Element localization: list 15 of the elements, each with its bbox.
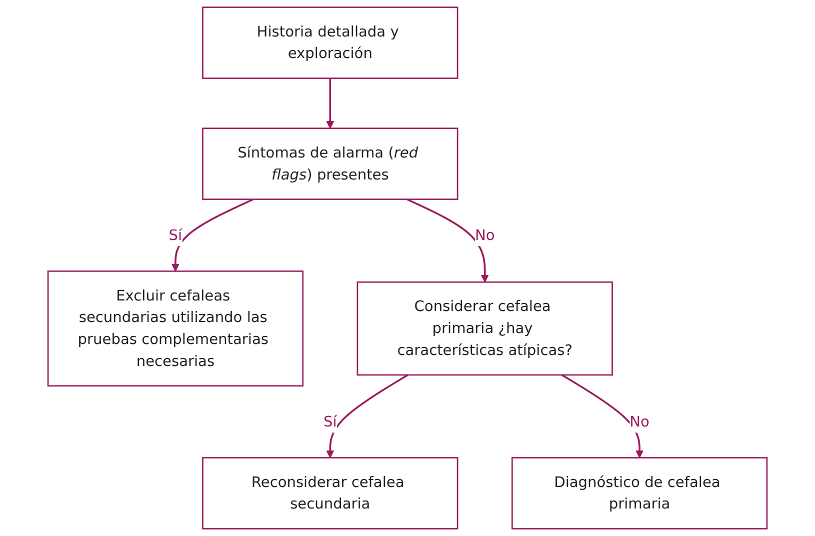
node-box: Excluir cefaleas secundarias utilizando las pruebas complementarias necesarias	[47, 270, 304, 387]
node-box: Historia detallada y exploración	[202, 6, 458, 79]
node-box: Reconsiderar cefalea secundaria	[202, 457, 458, 530]
arrow	[561, 374, 644, 458]
arrow	[406, 198, 489, 282]
node-box: Considerar cefalea primaria ¿hay características atípicas?	[356, 281, 613, 376]
edge-label: Sí	[168, 226, 182, 244]
edge-label: Sí	[324, 412, 337, 430]
edge-label: No	[474, 226, 495, 244]
node-box: Diagnóstico de cefalea primaria	[511, 457, 768, 530]
arrow	[326, 374, 408, 458]
arrow	[326, 78, 334, 129]
edge-label: No	[630, 412, 650, 430]
arrow	[171, 198, 254, 272]
node-box: Síntomas de alarma (red flags) presentes	[202, 128, 458, 200]
